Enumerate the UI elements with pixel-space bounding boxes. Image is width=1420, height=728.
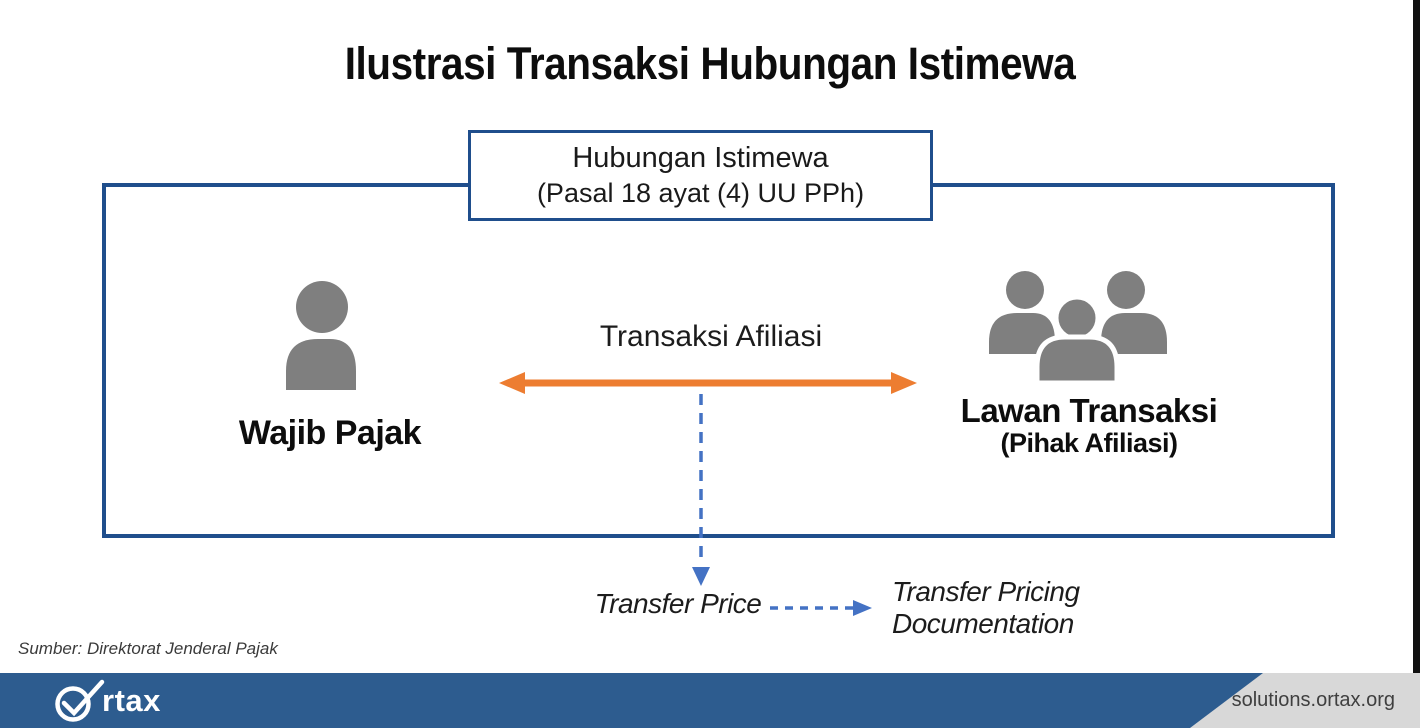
transaction-label: Transaksi Afiliasi	[599, 320, 823, 353]
relationship-box: Hubungan Istimewa (Pasal 18 ayat (4) UU …	[468, 130, 933, 221]
footer-url: solutions.ortax.org	[1231, 689, 1395, 711]
person-icon	[286, 281, 356, 390]
page-title: Ilustrasi Transaksi Hubungan Istimewa	[344, 38, 1076, 89]
ortax-logo-icon	[55, 679, 105, 722]
down-dashed-arrow-icon	[692, 394, 710, 586]
ortax-logo: rtax	[52, 678, 161, 724]
relationship-box-line2: (Pasal 18 ayat (4) UU PPh)	[536, 177, 865, 208]
transfer-pricing-doc-line1: Transfer Pricing	[892, 576, 1080, 607]
right-edge-strip	[1413, 0, 1420, 673]
ortax-logo-text: rtax	[102, 683, 161, 718]
counterparty-label: Lawan Transaksi	[960, 392, 1218, 429]
taxpayer-label: Wajib Pajak	[238, 414, 422, 452]
source-note: Sumber: Direktorat Jenderal Pajak	[18, 639, 278, 658]
transfer-pricing-doc-line2: Documentation	[892, 608, 1074, 640]
relationship-box-line1: Hubungan Istimewa	[572, 142, 829, 175]
people-group-icon	[989, 271, 1167, 384]
double-arrow-icon	[499, 372, 917, 394]
transfer-price-label: Transfer Price	[594, 588, 762, 619]
counterparty-sublabel: (Pihak Afiliasi)	[1000, 428, 1178, 458]
transfer-pricing-doc-label: Transfer Pricing Documentation	[892, 576, 1080, 641]
footer-bar: rtax solutions.ortax.org	[0, 673, 1420, 728]
right-dashed-arrow-icon	[770, 600, 872, 616]
